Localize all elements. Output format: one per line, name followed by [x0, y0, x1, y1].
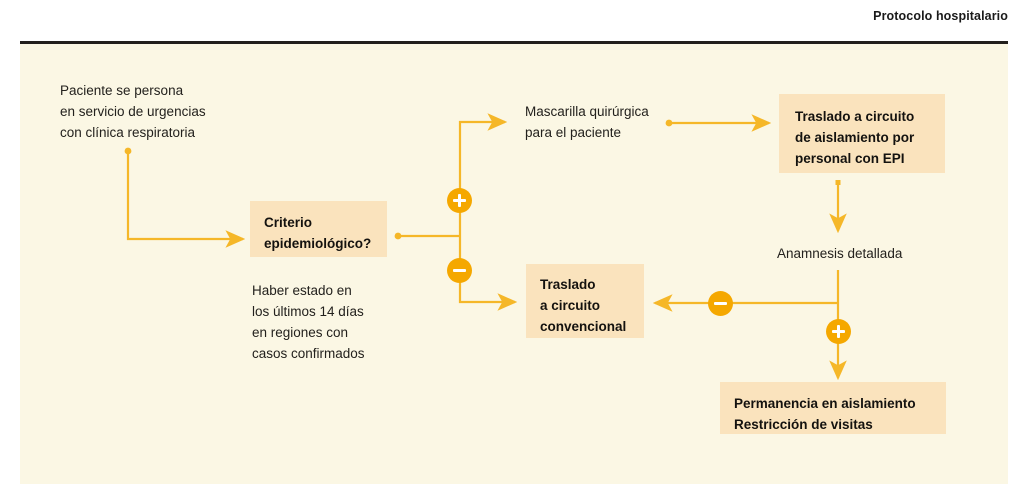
- node-mascarilla: Mascarilla quirúrgica para el paciente: [525, 101, 705, 143]
- node-haber-line1: Haber estado en: [252, 283, 352, 298]
- node-mascarilla-line2: para el paciente: [525, 125, 622, 140]
- node-mascarilla-line1: Mascarilla quirúrgica: [525, 104, 649, 119]
- node-epi-line3: personal con EPI: [795, 151, 905, 166]
- node-permanencia-line1: Permanencia en aislamiento: [734, 396, 916, 411]
- node-traslado-aislamiento: Traslado a circuito de aislamiento por p…: [779, 94, 945, 173]
- node-epi-line1: Traslado a circuito: [795, 109, 915, 124]
- plus-badge-icon: [447, 188, 472, 213]
- plus-bar-vertical: [836, 325, 841, 338]
- minus-badge-icon: [708, 291, 733, 316]
- minus-bar-horizontal: [714, 301, 727, 306]
- node-haber-line3: en regiones con: [252, 325, 349, 340]
- node-permanencia-line2: Restricción de visitas: [734, 417, 873, 432]
- page-title: Protocolo hospitalario: [873, 9, 1008, 23]
- node-haber-line2: los últimos 14 días: [252, 304, 364, 319]
- header-divider: [20, 41, 1008, 44]
- node-convencional-line3: convencional: [540, 319, 627, 334]
- node-anamnesis-line1: Anamnesis detallada: [777, 246, 903, 261]
- node-permanencia-aislamiento: Permanencia en aislamiento Restricción d…: [720, 382, 946, 434]
- plus-badge-icon: [826, 319, 851, 344]
- minus-badge-icon: [447, 258, 472, 283]
- plus-bar-vertical: [457, 194, 462, 207]
- node-convencional-line1: Traslado: [540, 277, 596, 292]
- node-haber-estado: Haber estado en los últimos 14 días en r…: [252, 280, 402, 364]
- node-anamnesis: Anamnesis detallada: [777, 243, 957, 264]
- node-criterio-line1: Criterio: [264, 215, 313, 230]
- node-patient-line2: en servicio de urgencias: [60, 104, 206, 119]
- node-patient-line1: Paciente se persona: [60, 83, 184, 98]
- node-epi-line2: de aislamiento por: [795, 130, 915, 145]
- minus-bar-horizontal: [453, 268, 466, 273]
- node-patient: Paciente se persona en servicio de urgen…: [60, 80, 260, 143]
- node-haber-line4: casos confirmados: [252, 346, 365, 361]
- node-criterio-line2: epidemiológico?: [264, 236, 372, 251]
- node-patient-line3: con clínica respiratoria: [60, 125, 196, 140]
- node-convencional-line2: a circuito: [540, 298, 601, 313]
- node-traslado-convencional: Traslado a circuito convencional: [526, 264, 644, 338]
- node-criterio-epidemiologico: Criterio epidemiológico?: [250, 201, 387, 257]
